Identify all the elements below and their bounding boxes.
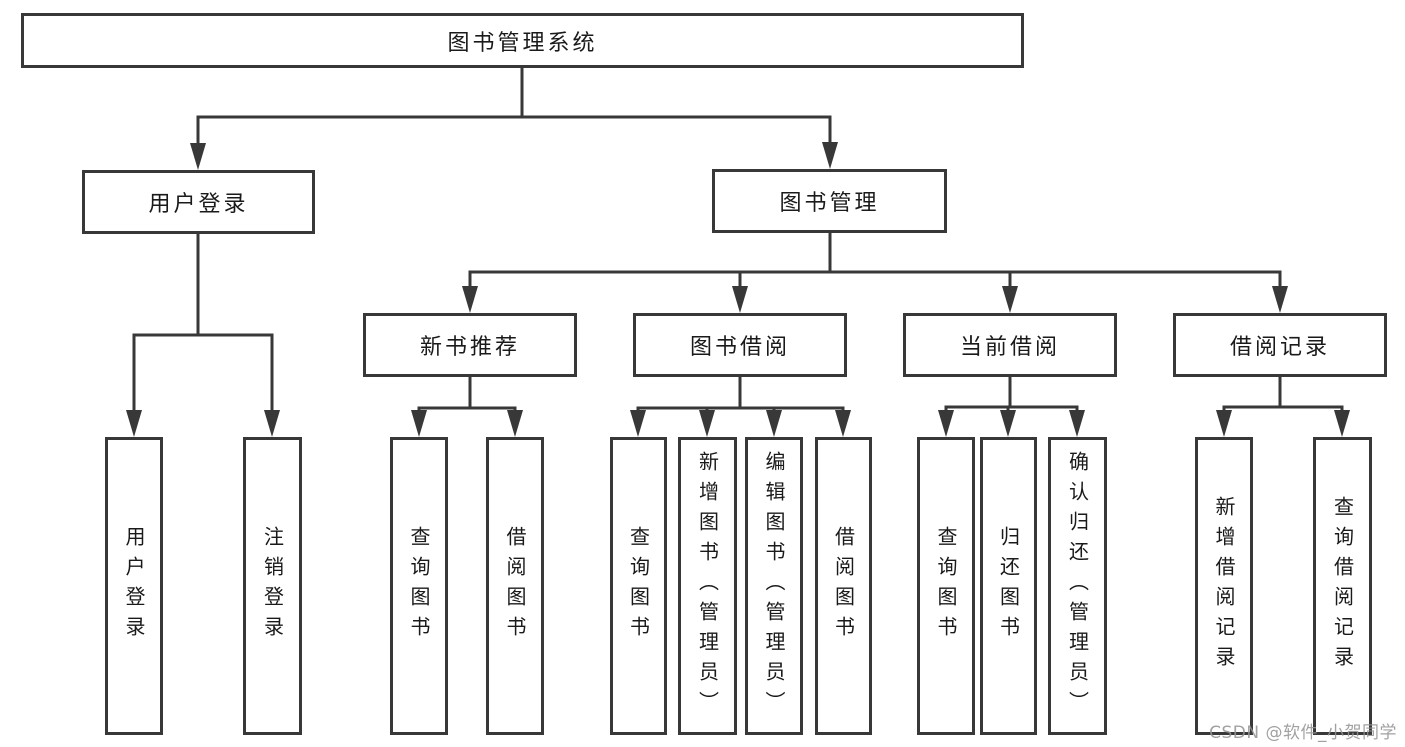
node-query-borrow-record-label: 查询借阅记录 (1330, 496, 1355, 676)
node-current-borrowing-label: 当前借阅 (959, 335, 1060, 360)
node-new-book-recommend: 新书推荐 (363, 313, 577, 377)
node-add-borrow-record: 新增借阅记录 (1195, 437, 1253, 735)
node-newbook-borrow-books: 借阅图书 (486, 437, 544, 735)
node-query-borrow-record: 查询借阅记录 (1313, 437, 1372, 735)
connector-records-to-children (1222, 377, 1344, 413)
node-user-login: 用户登录 (82, 170, 315, 234)
node-book-borrowing: 图书借阅 (633, 313, 847, 377)
node-newbook-borrow-books-label: 借阅图书 (503, 526, 527, 646)
connector-newbook-to-children (417, 377, 517, 413)
node-bookborrow-query-books-label: 查询图书 (626, 526, 651, 646)
node-library-system: 图书管理系统 (21, 13, 1024, 68)
node-newbook-query-books-label: 查询图书 (407, 526, 431, 646)
node-bookborrow-borrow-books-label: 借阅图书 (831, 526, 856, 646)
connector-bookmgmt-to-level3 (468, 233, 1282, 289)
connector-bookborrow-to-children (636, 377, 845, 413)
node-newbook-query-books: 查询图书 (390, 437, 448, 735)
node-borrowing-records: 借阅记录 (1173, 313, 1387, 377)
node-edit-books-admin-label: 编辑图书（管理员） (762, 451, 786, 721)
node-login: 用户登录 (105, 437, 163, 735)
connector-userlogin-to-children (132, 234, 274, 413)
csdn-watermark: CSDN @软件_小贺同学 (1209, 723, 1397, 743)
node-add-books-admin: 新增图书（管理员） (678, 437, 737, 735)
node-confirm-return-admin-label: 确认归还（管理员） (1065, 451, 1090, 721)
node-login-label: 用户登录 (122, 526, 146, 646)
node-curborrow-query-books: 查询图书 (917, 437, 975, 735)
node-return-books-label: 归还图书 (996, 526, 1021, 646)
node-new-book-recommend-label: 新书推荐 (419, 335, 520, 360)
node-library-system-label: 图书管理系统 (447, 30, 598, 56)
node-book-management-label: 图书管理 (779, 191, 880, 216)
node-curborrow-query-books-label: 查询图书 (934, 526, 958, 646)
node-logout: 注销登录 (243, 437, 302, 735)
node-add-books-admin-label: 新增图书（管理员） (695, 451, 720, 721)
node-book-management: 图书管理 (712, 169, 947, 233)
arrowheads (126, 142, 1350, 437)
connector-curborrow-to-children (944, 377, 1079, 413)
node-user-login-label: 用户登录 (148, 192, 249, 217)
node-confirm-return-admin: 确认归还（管理员） (1048, 437, 1107, 735)
node-logout-label: 注销登录 (260, 526, 285, 646)
node-edit-books-admin: 编辑图书（管理员） (745, 437, 803, 735)
node-add-borrow-record-label: 新增借阅记录 (1212, 496, 1236, 676)
node-bookborrow-query-books: 查询图书 (610, 437, 667, 735)
node-book-borrowing-label: 图书借阅 (689, 335, 790, 360)
node-return-books: 归还图书 (980, 437, 1037, 735)
node-bookborrow-borrow-books: 借阅图书 (815, 437, 872, 735)
node-borrowing-records-label: 借阅记录 (1229, 335, 1330, 360)
node-current-borrowing: 当前借阅 (903, 313, 1117, 377)
connector-root-to-level2 (196, 68, 832, 146)
